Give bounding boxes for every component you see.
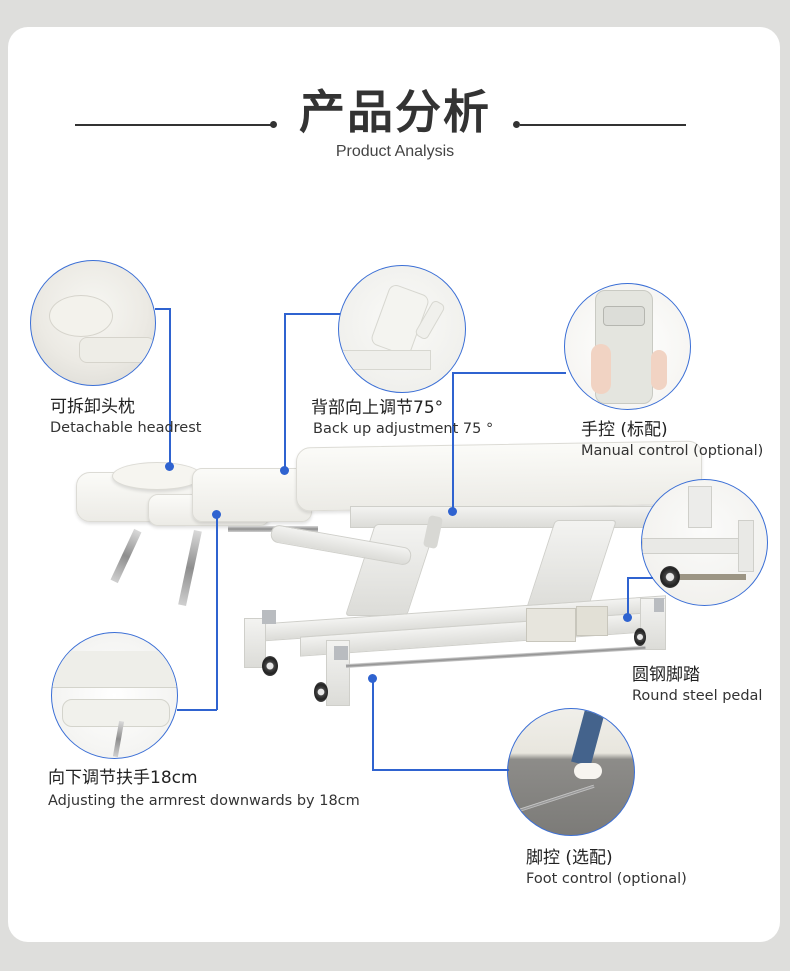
header-rule-left bbox=[75, 124, 271, 126]
round-steel-pedal-detail-image bbox=[641, 479, 768, 606]
headrest-label-en: Detachable headrest bbox=[50, 420, 202, 436]
pedal-leader-line bbox=[627, 577, 653, 579]
backrest-detail-image bbox=[338, 265, 466, 393]
armrest-detail-image bbox=[51, 632, 178, 759]
pedal-label-en: Round steel pedal bbox=[632, 688, 763, 704]
headrest-detail-image bbox=[30, 260, 156, 386]
header-dot-right bbox=[513, 121, 520, 128]
headrest-leader-line bbox=[155, 308, 171, 310]
headrest-label-cn: 可拆卸头枕 bbox=[50, 397, 135, 417]
manual-control-leader-line bbox=[452, 372, 566, 374]
armrest-label-cn: 向下调节扶手18cm bbox=[48, 768, 198, 788]
backrest-leader-line-vertical bbox=[284, 313, 286, 471]
manual-control-label-en: Manual control (optional) bbox=[581, 443, 764, 459]
armrest-leader-line-vertical bbox=[216, 514, 218, 710]
backrest-marker-dot bbox=[280, 466, 289, 475]
foot-control-label-cn: 脚控 (选配) bbox=[526, 848, 613, 868]
backrest-label-en: Back up adjustment 75 ° bbox=[313, 421, 494, 437]
pedal-label-cn: 圆钢脚踏 bbox=[632, 665, 700, 685]
page-title: 产品分析 bbox=[299, 85, 491, 139]
manual-control-leader-line-vertical bbox=[452, 372, 454, 512]
foot-control-leader-line bbox=[372, 769, 509, 771]
headrest-leader-line-vertical bbox=[169, 308, 171, 468]
manual-control-label-cn: 手控 (标配) bbox=[581, 420, 668, 440]
manual-control-detail-image bbox=[564, 283, 691, 410]
backrest-label-cn: 背部向上调节75° bbox=[311, 398, 444, 418]
manual-control-marker-dot bbox=[448, 507, 457, 516]
header-dot-left bbox=[270, 121, 277, 128]
header-rule-right bbox=[520, 124, 686, 126]
backrest-leader-line bbox=[284, 313, 340, 315]
foot-control-label-en: Foot control (optional) bbox=[526, 871, 687, 887]
headrest-marker-dot bbox=[165, 462, 174, 471]
foot-control-detail-image bbox=[507, 708, 635, 836]
armrest-leader-line bbox=[177, 709, 217, 711]
foot-control-leader-line-vertical bbox=[372, 678, 374, 770]
armrest-label-en: Adjusting the armrest downwards by 18cm bbox=[48, 793, 360, 809]
page-subtitle: Product Analysis bbox=[335, 143, 455, 160]
pedal-marker-dot bbox=[623, 613, 632, 622]
pedal-leader-line-vertical bbox=[627, 577, 629, 617]
